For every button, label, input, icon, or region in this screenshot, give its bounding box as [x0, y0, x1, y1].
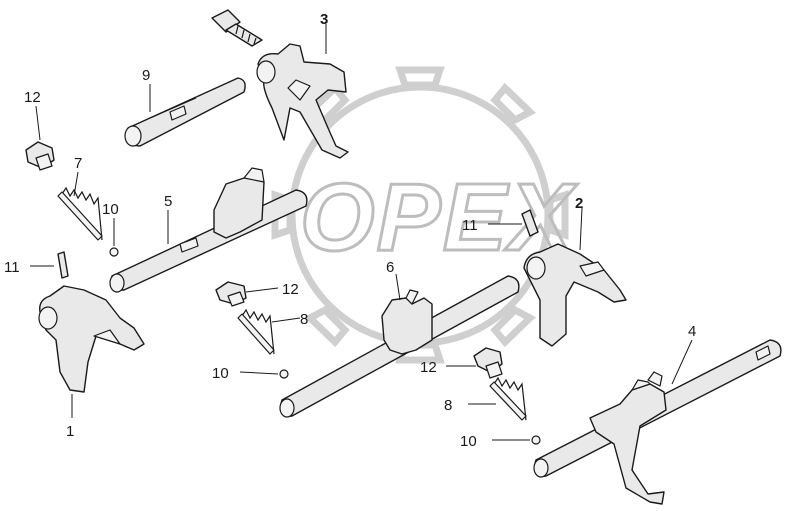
callout-8-middle: 8	[300, 311, 308, 328]
callout-7: 7	[74, 155, 82, 172]
shaft-part-9	[124, 77, 246, 147]
callout-9: 9	[142, 67, 150, 84]
pin-part-11-left	[57, 251, 69, 279]
bolt-part	[211, 9, 263, 47]
ball-part-10-right	[531, 435, 541, 445]
ball-part-10-middle	[279, 369, 289, 379]
callout-10-left: 10	[102, 201, 119, 218]
callout-4: 4	[688, 323, 696, 340]
callout-12-middle: 12	[282, 281, 299, 298]
callout-5: 5	[164, 193, 172, 210]
callout-12-left: 12	[24, 89, 41, 106]
spring-part-8-middle	[237, 308, 275, 355]
callout-11-right: 11	[462, 217, 478, 234]
callout-labels: 1 2 3 4 5 6 7 8 8 9 10 10 10 11 11 12 12…	[4, 11, 696, 450]
plug-bolt-part-12-middle	[215, 281, 247, 307]
shift-fork-part-2	[523, 243, 627, 347]
shift-shaft-part-6	[279, 275, 520, 418]
spring-part-8-right	[489, 376, 527, 421]
spring-part-7	[57, 186, 103, 241]
plug-bolt-part-12-left	[25, 141, 55, 171]
callout-10-right: 10	[460, 433, 477, 450]
callout-1: 1	[66, 423, 74, 440]
callout-6: 6	[386, 259, 394, 276]
callout-10-middle: 10	[212, 365, 229, 382]
shift-fork-part-1	[38, 285, 145, 393]
callout-8-right: 8	[444, 397, 452, 414]
pin-part-11-right	[521, 209, 539, 237]
plug-bolt-part-12-right	[473, 347, 503, 379]
leader-lines	[30, 24, 693, 441]
shift-fork-part-3	[256, 43, 349, 159]
shift-shaft-part-4	[533, 339, 782, 505]
callout-3: 3	[320, 11, 328, 28]
shift-shaft-part-5	[109, 167, 308, 293]
ball-part-10-left	[109, 247, 119, 257]
callout-12-right: 12	[420, 359, 437, 376]
callout-2: 2	[575, 195, 583, 212]
callout-11-left: 11	[4, 259, 20, 276]
